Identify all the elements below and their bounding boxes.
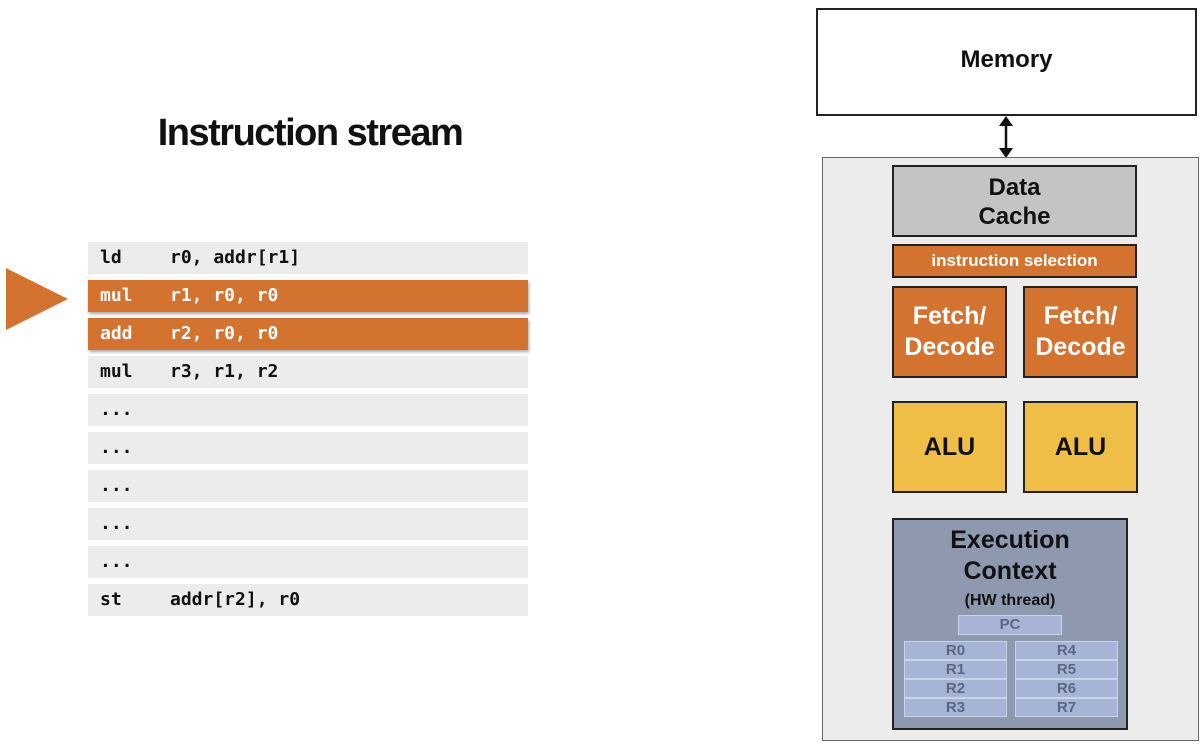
instruction-opcode: ... xyxy=(100,437,133,458)
instruction-stream-title: Instruction stream xyxy=(157,112,464,154)
hw-thread-label: (HW thread) xyxy=(964,592,1056,609)
data-cache-label-line1: Data xyxy=(988,174,1041,201)
instruction-row: ... xyxy=(88,470,528,502)
register-cell: R3 xyxy=(904,698,1007,717)
instruction-row: ... xyxy=(88,508,528,540)
fetch-decode-unit: Fetch/ Decode xyxy=(892,286,1007,378)
execution-context-box: Execution Context (HW thread) PC R0 R1 R… xyxy=(892,518,1128,730)
instruction-operands: r2, r0, r0 xyxy=(170,323,279,344)
fetch-decode-unit: Fetch/ Decode xyxy=(1023,286,1138,378)
instruction-opcode: st xyxy=(100,589,122,610)
instruction-operands: r1, r0, r0 xyxy=(170,285,279,306)
instruction-operands: r0, addr[r1] xyxy=(170,247,301,268)
fetch-decode-label-line1: Fetch/ xyxy=(912,302,987,330)
data-cache-label-line2: Cache xyxy=(978,203,1051,230)
instruction-opcode: ... xyxy=(100,475,133,496)
fetch-decode-label-line2: Decode xyxy=(904,333,995,361)
bidirectional-arrow-icon xyxy=(999,116,1013,158)
pc-register: PC xyxy=(958,615,1062,635)
instruction-opcode: ... xyxy=(100,399,133,420)
alu-unit: ALU xyxy=(1023,401,1138,493)
register-cell: R4 xyxy=(1015,641,1118,660)
execution-context-title-line1: Execution xyxy=(950,526,1070,554)
instruction-row-highlighted: mul r1, r0, r0 xyxy=(88,280,528,312)
instruction-row-highlighted: add r2, r0, r0 xyxy=(88,318,528,350)
instruction-row: st addr[r2], r0 xyxy=(88,584,528,616)
alu-label: ALU xyxy=(1054,433,1107,461)
instruction-selection-label: instruction selection xyxy=(931,251,1098,270)
instruction-operands: addr[r2], r0 xyxy=(170,589,301,610)
data-cache-box: Data Cache xyxy=(892,165,1137,237)
instruction-row: ... xyxy=(88,546,528,578)
instruction-operands: r3, r1, r2 xyxy=(170,361,279,382)
register-cell: R7 xyxy=(1015,698,1118,717)
register-cell: R6 xyxy=(1015,679,1118,698)
instruction-row: mul r3, r1, r2 xyxy=(88,356,528,388)
instruction-opcode: ld xyxy=(100,247,122,268)
register-cell: R0 xyxy=(904,641,1007,660)
register-cell: R5 xyxy=(1015,660,1118,679)
instruction-row: ld r0, addr[r1] xyxy=(88,242,528,274)
alu-label: ALU xyxy=(923,433,976,461)
instruction-opcode: ... xyxy=(100,513,133,534)
memory-box: Memory xyxy=(816,8,1197,116)
instruction-opcode: mul xyxy=(100,285,133,306)
instruction-selection-box: instruction selection xyxy=(892,244,1137,278)
alu-unit: ALU xyxy=(892,401,1007,493)
register-cell: R1 xyxy=(904,660,1007,679)
instruction-row: ... xyxy=(88,432,528,464)
fetch-decode-label-line1: Fetch/ xyxy=(1043,302,1118,330)
memory-label: Memory xyxy=(960,46,1053,73)
instruction-opcode: ... xyxy=(100,551,133,572)
current-instruction-arrow-icon xyxy=(6,268,68,330)
register-cell: R2 xyxy=(904,679,1007,698)
fetch-decode-label-line2: Decode xyxy=(1035,333,1126,361)
execution-context-title: Execution Context xyxy=(894,525,1126,587)
instruction-opcode: add xyxy=(100,323,133,344)
instruction-opcode: mul xyxy=(100,361,133,382)
instruction-list: ld r0, addr[r1] mul r1, r0, r0 add r2, r0, … xyxy=(88,242,528,622)
execution-context-title-line2: Context xyxy=(963,557,1057,585)
instruction-row: ... xyxy=(88,394,528,426)
